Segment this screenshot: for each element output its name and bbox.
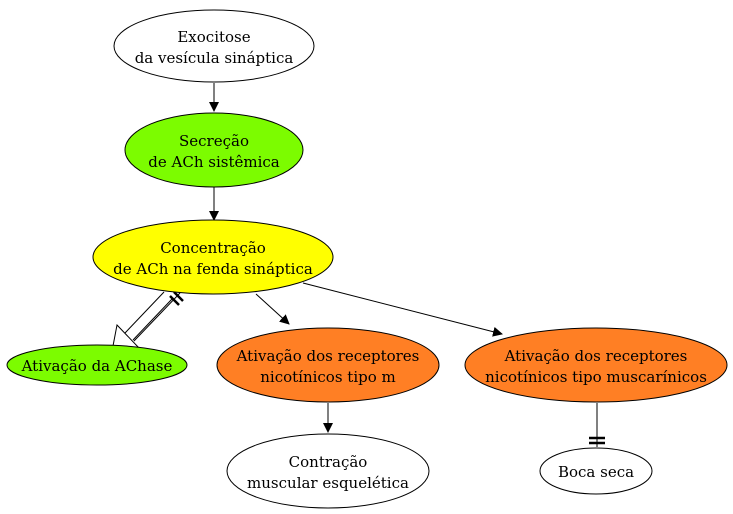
node-secrecao-label-2: de ACh sistêmica (148, 153, 280, 171)
node-achase-label: Ativação da AChase (21, 357, 173, 375)
node-nicotinicos-shape (216, 327, 440, 403)
edge-concentracao-to-nicotinicos (255, 293, 290, 325)
node-boca-seca: Boca seca (539, 447, 653, 495)
node-contracao: Contração muscular esquelética (226, 433, 430, 509)
node-boca-seca-label: Boca seca (558, 463, 634, 481)
node-contracao-label-2: muscular esquelética (247, 474, 409, 492)
edge-concentracao-to-muscarinicos (302, 282, 503, 337)
node-exocitose-label-1: Exocitose (177, 28, 250, 46)
node-muscarinicos-shape (464, 327, 728, 403)
node-secrecao: Secreção de ACh sistêmica (124, 112, 304, 188)
edge-concentracao-to-achase (112, 291, 173, 350)
node-muscarinicos-label-1: Ativação dos receptores (504, 347, 688, 365)
node-concentracao: Concentração de ACh na fenda sináptica (92, 219, 334, 295)
node-exocitose: Exocitose da vesícula sináptica (113, 9, 315, 83)
edge-muscarinicos-inhibits-boca-seca (589, 403, 605, 447)
node-concentracao-label-2: de ACh na fenda sináptica (113, 260, 313, 278)
node-muscarinicos: Ativação dos receptores nicotínicos tipo… (464, 327, 728, 403)
node-concentracao-label-1: Concentração (160, 239, 266, 257)
edges-layer (112, 83, 605, 447)
node-exocitose-shape (113, 9, 315, 83)
node-secrecao-shape (124, 112, 304, 188)
node-nicotinicos-label-1: Ativação dos receptores (236, 347, 420, 365)
node-concentracao-shape (92, 219, 334, 295)
node-nicotinicos: Ativação dos receptores nicotínicos tipo… (216, 327, 440, 403)
node-nicotinicos-label-2: nicotínicos tipo m (260, 368, 396, 386)
node-muscarinicos-label-2: nicotínicos tipo muscarínicos (485, 368, 707, 386)
edge-achase-inhibits-concentracao (133, 291, 184, 342)
node-exocitose-label-2: da vesícula sináptica (135, 49, 294, 67)
node-contracao-label-1: Contração (289, 453, 368, 471)
node-achase-shape (6, 344, 188, 386)
node-contracao-shape (226, 433, 430, 509)
node-boca-seca-shape (539, 447, 653, 495)
node-secrecao-label-1: Secreção (179, 132, 249, 150)
node-achase: Ativação da AChase (6, 344, 188, 386)
nodes-layer: Exocitose da vesícula sináptica Secreção… (6, 9, 728, 509)
